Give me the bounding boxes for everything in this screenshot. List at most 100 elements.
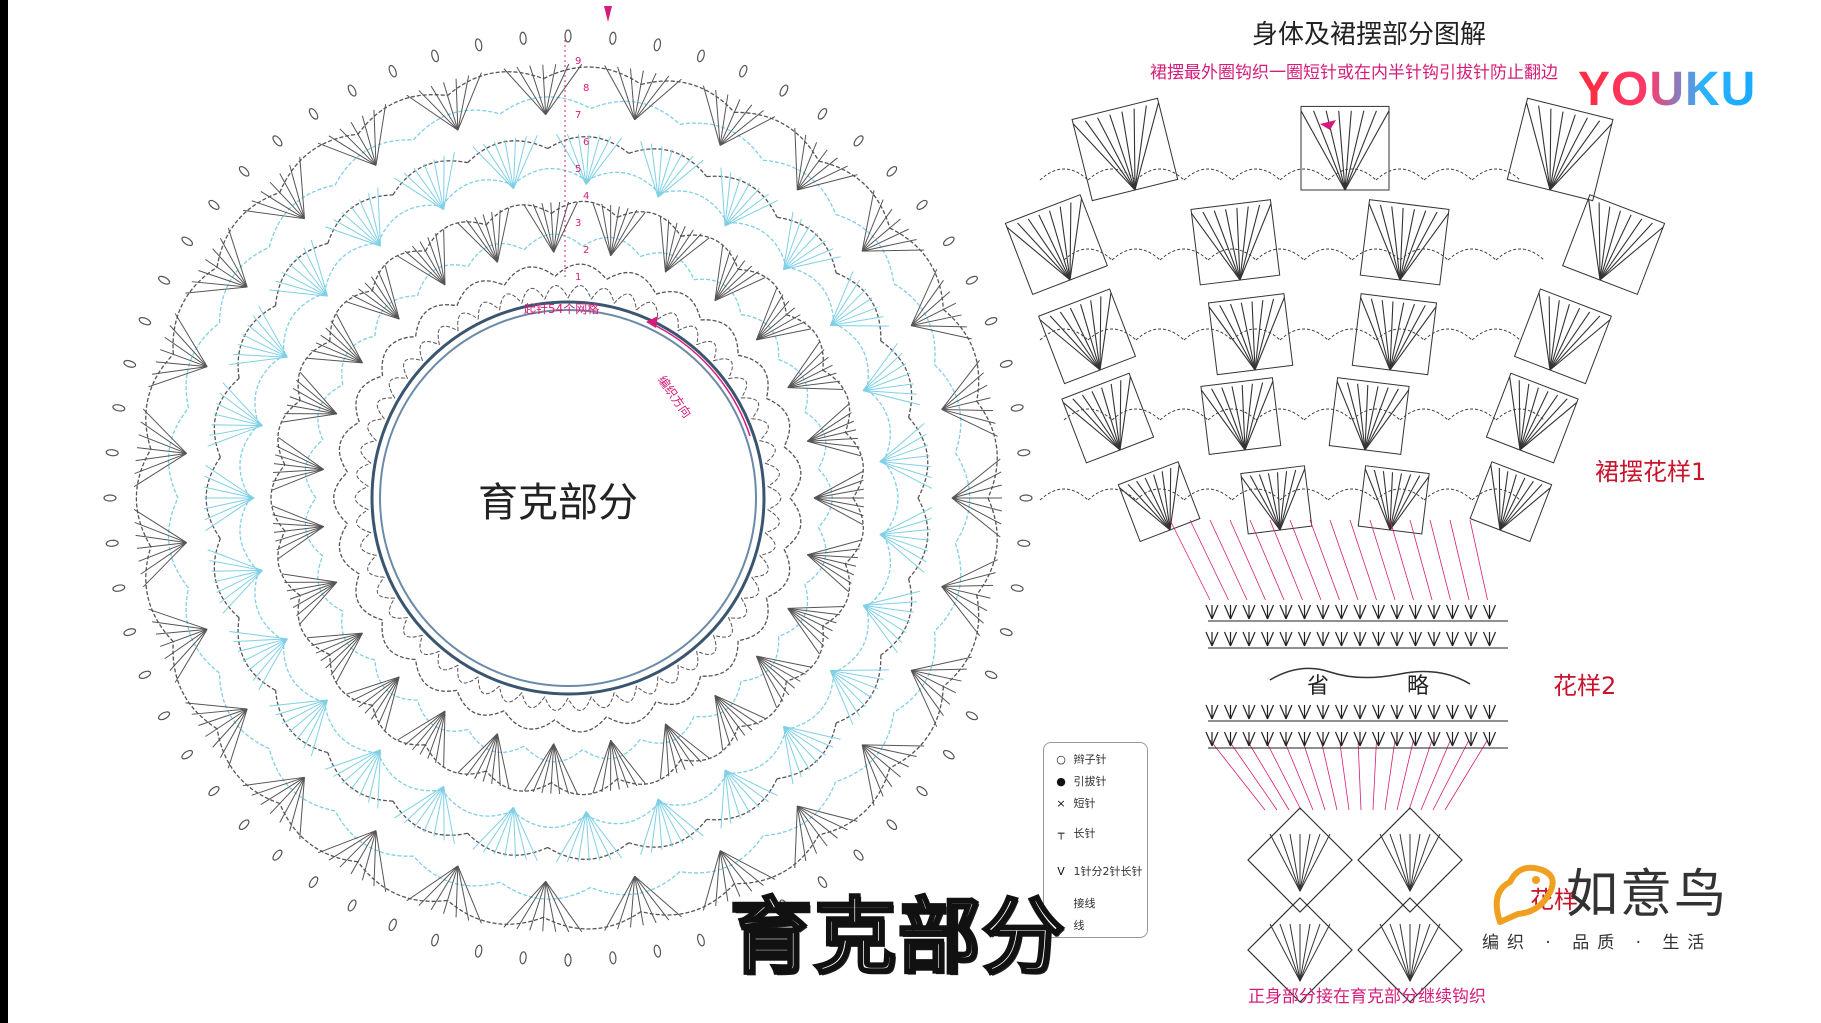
fan-stitch [630,68,636,120]
skirt-fan [1359,199,1450,286]
scallop-arc [512,167,587,186]
scallop-arc [499,293,523,311]
fan-stitch [714,695,739,741]
scallop-arc [356,509,372,534]
fan-stitch [664,723,678,774]
fan-stitch [941,559,998,588]
cut-yarn-icon: 线 [1073,919,1085,932]
fan-stitch [472,146,514,190]
fan-stitch [216,569,263,593]
fan-stitch [724,199,778,227]
chain-mark [112,404,126,412]
fan-stitch [879,461,933,489]
skirt-fan [1240,465,1313,535]
fan-stitch [807,440,860,448]
fan-stitch [585,811,601,861]
chain-mark [853,849,864,861]
scallop-arc [766,397,791,448]
fan-stitch [482,733,498,782]
fan-stitch [796,157,838,191]
connector-line [1265,739,1302,811]
scallop-arc [738,681,787,728]
chain-arc [1327,168,1377,181]
fan-stitch [719,850,764,886]
fan-stitch [807,554,858,559]
fan-stitch [715,89,721,146]
pattern2-stitch [1334,704,1349,720]
chain-mark [123,628,137,637]
fan-stitch [861,744,909,768]
pattern2-stitch [1279,604,1293,620]
fan-stitch [545,63,570,115]
fan-stitch [384,676,400,731]
fan-stitch [807,437,858,442]
chain-arc [1423,488,1473,501]
fan-stitch [879,528,931,535]
fan-stitch [585,811,623,859]
fan-stitch [251,776,305,796]
fan-stitch [435,233,446,286]
fan-stitch [951,497,1001,538]
diamond-stitch [1299,923,1331,982]
fan-stitch [135,534,187,544]
fan-stitch [555,811,587,863]
fan-stitch [862,390,920,406]
connector-line [1449,519,1470,601]
pattern2-stitch [1316,731,1330,747]
fan-stitch [879,534,925,573]
fan-stitch [756,655,790,696]
scallop-arc [844,497,864,565]
fan-stitch [910,669,951,705]
fan-stitch [482,143,514,190]
fan-stitch [719,850,776,880]
fan-stitch [756,321,806,341]
scallop-arc [447,71,544,97]
fan-stitch [427,237,446,286]
fan-stitch [756,655,801,682]
scallop-arc [822,369,851,433]
pattern2-label: 花样2 [1553,672,1617,700]
scallop-arc [360,532,377,556]
scallop-arc [503,266,556,286]
fan-stitch [330,320,363,364]
pattern2-stitch [1353,604,1367,620]
fan-stitch [797,174,858,191]
chain-mark [696,49,705,63]
chain-mark [965,275,978,285]
fan-stitch [724,769,778,797]
connector-line [1289,519,1322,601]
fan-stitch [879,518,932,535]
fan-stitch [191,708,248,715]
scallop-arc [713,358,733,379]
fan-stitch [333,219,381,247]
pattern2-stitch [1334,631,1349,647]
fan-stitch [714,271,759,302]
skirt-title: 身体及裙摆部分图解 [1252,20,1487,50]
fan-stitch [209,560,263,571]
connector-line [1420,739,1451,811]
fan-stitch [269,776,305,815]
fan-stitch [377,749,381,809]
chain-arc [1111,408,1161,421]
chain-arc [1351,248,1401,261]
scallop-arc [741,397,760,420]
chain-arc [1279,328,1329,341]
chain-mark [739,918,748,932]
connector-line [1229,519,1266,601]
fan-stitch [134,521,187,544]
scallop-arc [613,685,637,703]
double-crochet-icon: ┬ 长针 [1057,827,1096,840]
connector-line [1389,519,1414,601]
scallop-arc [751,555,769,578]
scallop-arc [833,606,869,674]
chain-arc [1063,248,1113,261]
fan-stitch [796,805,828,847]
chain-mark [158,275,171,285]
fan-stitch [229,630,288,640]
diamond-stitch [1409,833,1441,892]
fan-stitch [830,324,889,327]
fan-stitch [377,676,400,726]
fan-stitch [359,199,381,247]
fan-stitch [796,805,838,839]
fan-stitch [133,509,187,544]
